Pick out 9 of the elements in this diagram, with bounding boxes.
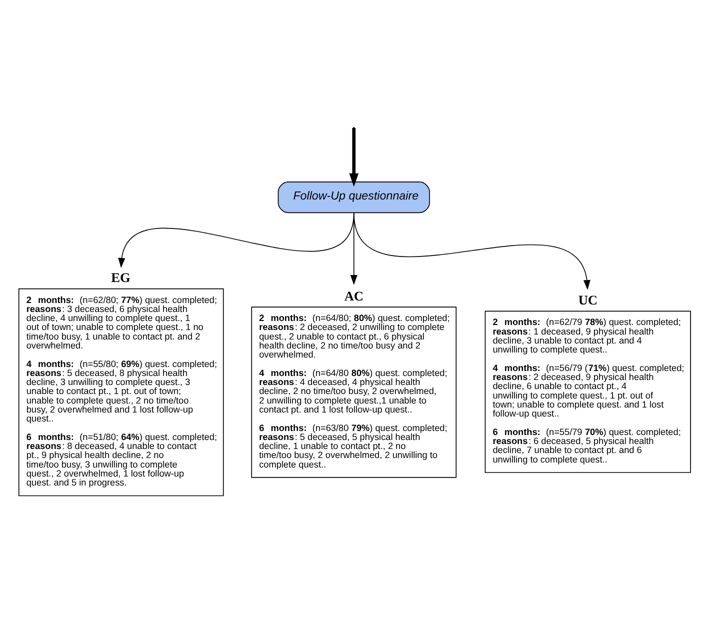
node-label: EG — [111, 270, 130, 285]
node-box: 2 months: (n=64/80; 80%) quest. completed; reasons: 2 deceased, 2 unwilling to complete quest., 2 unable to contact pt., 6 physical health decline, 2 no time/too busy and 2 overwhelmed. 4 months: (n=64/80 80%) quest. completed; reasons: 4 deceased, 4 physical health decline, 2 no time/too busy, 2 overwhelmed, 2 unwilling to complete quest.,1 unable to contact pt. and 1 lost follow-up quest.. 6 months: (n=63/80 79%) quest. completed; reasons: 5 deceased, 5 physical health decline, 1 unable to contact pt., 2 no time/too busy, 2 overwhelmed, 2 unwilling to complete quest.. — [251, 306, 457, 478]
node-box: 2 months: (n=62/80; 77%) quest. completed; reasons: 3 deceased, 6 physical health decline, 4 unwilling to complete quest., 1 out of town; unable to complete quest., 1 no time/too busy, 1 unable to contact pt. and 2 overwhelmed. 4 months: (n=55/80; 69%) quest. completed; reasons: 5 deceased, 8 physical health decline, 3 unwilling to complete quest., 3 unable to contact pt., 1 pt. out of town; unable to complete quest., 2 no time/too busy, 2 overwhelmed and 1 lost follow-up quest.. 6 months: (n=51/80; 64%) quest. completed; reasons: 8 deceased, 4 unable to contact pt., 9 physical health decline, 2 no time/too busy, 3 unwilling to complete quest., 2 overwhelmed, 1 lost follow-up quest. and 5 in progress. — [18, 288, 224, 496]
node-label: AC — [344, 288, 364, 304]
arrow — [353, 212, 590, 290]
node-box: Follow-Up questionnaire — [278, 182, 430, 214]
node-label: UC — [578, 292, 598, 308]
node-box: 2 months: (n=62/79 78%) quest. completed; reasons: 1 deceased, 9 physical health decline, 3 unable to contact pt. and 4 unwilling to complete quest.. 4 months: (n=56/79 (71%) quest. completed; reasons: 2 deceased, 9 physical health decline, 6 unable to contact pt., 4 unwilling to complete quest., 1 pt. out of town; unable to complete quest. and 1 lost follow-up quest.. 6 months: (n=55/79 70%) quest. completed; reasons: 6 deceased, 5 physical health decline, 7 unable to contact pt. and 6 unwilling to complete quest.. — [484, 310, 691, 473]
arrow — [349, 128, 359, 187]
